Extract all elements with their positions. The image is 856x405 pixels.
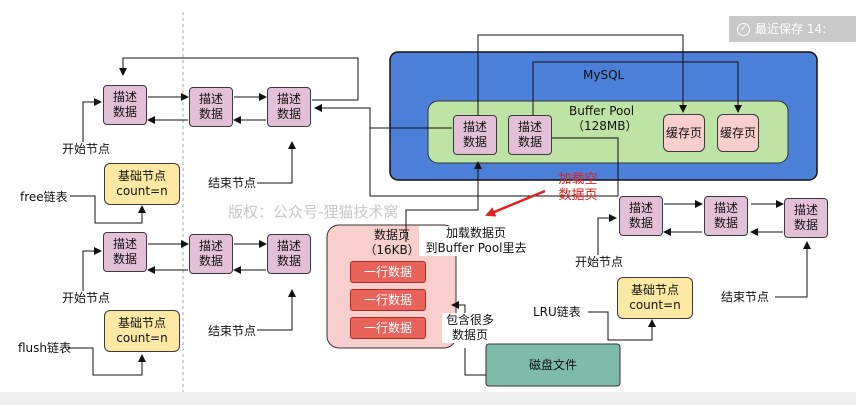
free-list-desc-2: 描述 数据 xyxy=(189,87,233,127)
buffer-pool-size: （128MB） xyxy=(572,119,638,133)
lru-list-desc-2: 描述 数据 xyxy=(704,196,748,236)
data-row-3: 一行数据 xyxy=(350,317,426,339)
buffer-pool-title: Buffer Pool xyxy=(569,104,635,118)
bottom-strip xyxy=(0,392,856,405)
lru-list-name: LRU链表 xyxy=(533,305,581,319)
flush-list-desc-2: 描述 数据 xyxy=(189,234,233,274)
cache-page-1: 缓存页 xyxy=(663,114,705,152)
free-list-base-node: 基础节点 count=n xyxy=(104,163,180,205)
lru-list-base-node: 基础节点 count=n xyxy=(617,277,693,319)
mysql-title: MySQL xyxy=(583,68,625,82)
lru-list-end-label: 结束节点 xyxy=(720,290,771,305)
load-empty-page-annotation: 加载空 数据页 xyxy=(558,172,598,203)
flush-list-desc-3: 描述 数据 xyxy=(267,234,311,274)
save-status-badge: ✓ 最近保存 14: xyxy=(729,16,856,42)
watermark-text: 版权：公众号-狸猫技术窝 xyxy=(228,203,399,221)
free-list-start-label: 开始节点 xyxy=(61,142,112,157)
pool-descriptor-2: 描述 数据 xyxy=(508,115,552,155)
check-circle-icon: ✓ xyxy=(737,22,750,36)
free-list-end-label: 结束节点 xyxy=(207,176,258,191)
cache-page-2: 缓存页 xyxy=(717,114,759,152)
data-row-1: 一行数据 xyxy=(350,261,426,283)
lru-list-start-label: 开始节点 xyxy=(574,255,625,270)
disk-file-label: 磁盘文件 xyxy=(528,357,577,372)
free-list-desc-3: 描述 数据 xyxy=(267,87,311,127)
lru-list-desc-1: 描述 数据 xyxy=(619,196,663,236)
pool-descriptor-1: 描述 数据 xyxy=(453,115,497,155)
flush-list-end-label: 结束节点 xyxy=(207,324,258,339)
save-status-text: 最近保存 14: xyxy=(755,21,827,36)
free-list-name: free链表 xyxy=(20,190,68,204)
disk-file-box xyxy=(485,343,621,387)
free-list-desc-1: 描述 数据 xyxy=(103,85,147,125)
data-page-title: 数据页 （16KB） xyxy=(364,228,420,257)
load-page-label: 加载数据页 到Buffer Pool里去 xyxy=(419,226,533,256)
flush-list-start-label: 开始节点 xyxy=(61,291,112,306)
flush-list-desc-1: 描述 数据 xyxy=(103,232,147,272)
flush-list-name: flush链表 xyxy=(18,341,72,355)
contains-pages-label: 包含很多 数据页 xyxy=(442,313,498,343)
lru-list-desc-3: 描述 数据 xyxy=(784,198,828,238)
flush-list-base-node: 基础节点 count=n xyxy=(104,310,180,352)
data-row-2: 一行数据 xyxy=(350,289,426,311)
annotation-arrow xyxy=(485,189,546,217)
